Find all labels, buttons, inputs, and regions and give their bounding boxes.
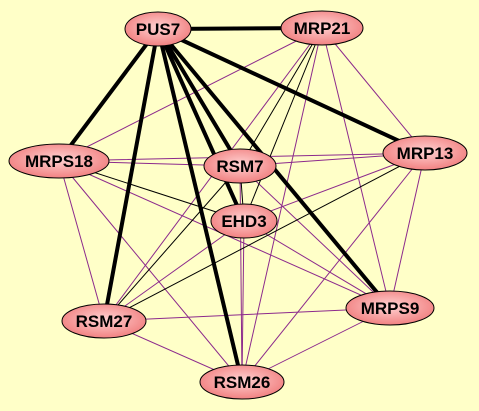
node-rsm27[interactable]: RSM27 <box>61 303 147 339</box>
edge-mrps18-rsm27 <box>58 160 105 322</box>
node-label: PUS7 <box>136 20 180 39</box>
node-label: MRP13 <box>397 144 454 163</box>
node-ellipse[interactable] <box>382 135 468 171</box>
edge-pus7-rsm7 <box>156 27 242 168</box>
node-label: MRPS18 <box>25 152 93 171</box>
node-label: MRP21 <box>294 19 351 38</box>
edge-rsm7-rsm26 <box>239 165 243 383</box>
edge-rsm7-rsm27 <box>103 165 241 322</box>
node-ellipse[interactable] <box>61 303 147 339</box>
edge-pus7-rsm26 <box>156 27 244 384</box>
node-pus7[interactable]: PUS7 <box>124 11 192 47</box>
edge-pus7-rsm27 <box>102 27 160 323</box>
edge-mrp13-rsm27 <box>103 152 426 322</box>
node-ellipse[interactable] <box>199 364 285 400</box>
edge-pus7-mrps18 <box>57 27 160 163</box>
node-label: EHD3 <box>221 212 266 231</box>
edge-mrps18-rsm26 <box>58 160 243 383</box>
node-ellipse[interactable] <box>124 11 192 47</box>
edge-mrp21-mrps18 <box>58 27 323 162</box>
node-mrps18[interactable]: MRPS18 <box>8 143 110 179</box>
node-label: MRPS9 <box>361 299 420 318</box>
edge-pus7-mrp13 <box>156 27 427 155</box>
edge-mrp13-rsm26 <box>241 152 426 383</box>
node-label: RSM27 <box>76 312 133 331</box>
edge-mrp21-rsm26 <box>241 27 323 383</box>
node-mrp21[interactable]: MRP21 <box>280 10 364 46</box>
edge-rsm7-mrps9 <box>239 165 391 309</box>
node-ellipse[interactable] <box>280 10 364 46</box>
node-rsm7[interactable]: RSM7 <box>203 148 277 184</box>
edge-mrp13-mrps9 <box>389 152 426 309</box>
node-mrps9[interactable]: MRPS9 <box>345 290 435 326</box>
node-ellipse[interactable] <box>345 290 435 326</box>
edge-ehd3-rsm27 <box>103 220 245 322</box>
edge-mrp21-mrp13 <box>321 27 426 154</box>
node-mrp13[interactable]: MRP13 <box>382 135 468 171</box>
node-ellipse[interactable] <box>210 203 278 239</box>
node-label: RSM7 <box>216 157 263 176</box>
edge-mrp21-mrps9 <box>321 27 391 309</box>
node-rsm26[interactable]: RSM26 <box>199 364 285 400</box>
edge-pus7-ehd3 <box>156 27 246 223</box>
edge-rsm27-mrps9 <box>103 307 391 322</box>
edge-mrp21-ehd3 <box>243 27 323 222</box>
node-label: RSM26 <box>214 373 271 392</box>
node-ehd3[interactable]: EHD3 <box>210 203 278 239</box>
node-ellipse[interactable] <box>8 143 110 179</box>
node-ellipse[interactable] <box>203 148 277 184</box>
